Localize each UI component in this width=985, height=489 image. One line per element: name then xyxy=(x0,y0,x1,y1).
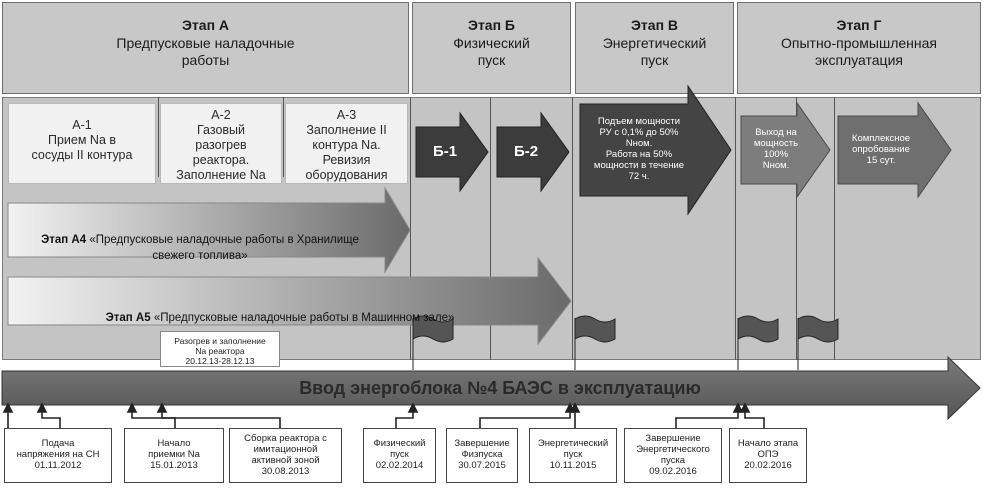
stage-subtitle: Физический пуск xyxy=(453,35,530,68)
flag-icon xyxy=(737,315,779,370)
stage-b-header: Этап Б Физический пуск xyxy=(412,2,571,94)
arrow-a5-title: Этап А5 xyxy=(105,312,151,324)
arrow-g2 xyxy=(837,101,952,199)
timeline-title: Ввод энергоблока №4 БАЭС в эксплуатацию xyxy=(299,378,701,398)
stage-subtitle: Опытно-промышленная эксплуатация xyxy=(781,35,937,68)
stage-title: Этап Г xyxy=(836,17,882,33)
flag-icon xyxy=(412,315,454,370)
event-box: Начало приемки Na 15.01.2013 xyxy=(124,428,224,483)
heating-note: Разогрев и заполнение Na реактора 20.12.… xyxy=(160,331,280,367)
stage-subtitle: Энергетический пуск xyxy=(602,35,707,68)
divider-line xyxy=(834,97,835,360)
divider-line xyxy=(796,97,797,360)
divider-line xyxy=(490,97,491,360)
timeline-bar xyxy=(1,355,981,421)
stage-title: Этап Б xyxy=(467,17,515,33)
event-box: Завершение Физпуска 30.07.2015 xyxy=(446,428,518,483)
arrow-g1 xyxy=(740,101,831,199)
arrow-a5-text: «Предпусковые наладочные работы в Машинн… xyxy=(150,312,455,324)
event-box: Сборка реактора с имитационной активной … xyxy=(229,428,342,483)
substep-a3: А-3 Заполнение II контура Na. Ревизия об… xyxy=(285,103,408,184)
flag-icon xyxy=(797,315,839,370)
divider-line xyxy=(283,97,284,177)
stage-v-header: Этап В Энергетический пуск xyxy=(575,2,734,94)
divider-line xyxy=(410,97,411,360)
substep-a1: А-1 Прием Na в сосуды II контура xyxy=(8,103,156,184)
arrow-g2-label: Комплексное опробование 15 сут. xyxy=(851,133,911,166)
arrow-b2 xyxy=(496,111,570,193)
arrow-b1 xyxy=(415,111,489,193)
flag-icon xyxy=(574,315,616,370)
stage-g-header: Этап Г Опытно-промышленная эксплуатация xyxy=(737,2,981,94)
arrow-a4-label: Этап А4 «Предпусковые наладочные работы … xyxy=(10,216,390,264)
arrow-b2-label: Б-2 xyxy=(513,143,539,160)
arrow-v-label: Подъем мощности РУ с 0,1% до 50% Nном. Р… xyxy=(593,116,685,182)
divider-line xyxy=(158,97,159,177)
arrow-g1-label: Выход на мощность 100% Nном. xyxy=(753,127,799,171)
arrow-v xyxy=(579,84,732,216)
event-box: Энергетический пуск 10.11.2015 xyxy=(529,428,617,483)
arrow-a4-text: «Предпусковые наладочные работы в Хранил… xyxy=(89,234,359,262)
event-box: Подача напряжения на СН 01.11.2012 xyxy=(4,428,112,483)
divider-line xyxy=(572,97,573,360)
arrow-a5-label: Этап А5 «Предпусковые наладочные работы … xyxy=(10,294,550,326)
stage-title: Этап В xyxy=(630,17,679,33)
stage-subtitle: Предпусковые наладочные работы xyxy=(116,35,295,68)
arrow-b1-label: Б-1 xyxy=(432,143,458,160)
substep-a2: А-2 Газовый разогрев реактора. Заполнени… xyxy=(160,103,282,184)
event-box: Начало этапа ОПЭ 20.02.2016 xyxy=(729,428,807,483)
event-box: Завершение Энергетического пуска 09.02.2… xyxy=(624,428,722,483)
divider-line xyxy=(735,97,736,360)
arrow-a4 xyxy=(7,186,411,274)
stage-title: Этап А xyxy=(181,17,230,33)
arrow-a4-title: Этап А4 xyxy=(41,234,87,246)
stage-a-header: Этап А Предпусковые наладочные работы xyxy=(2,2,409,94)
event-box: Физический пуск 02.02.2014 xyxy=(363,428,436,483)
event-connectors xyxy=(2,402,765,428)
